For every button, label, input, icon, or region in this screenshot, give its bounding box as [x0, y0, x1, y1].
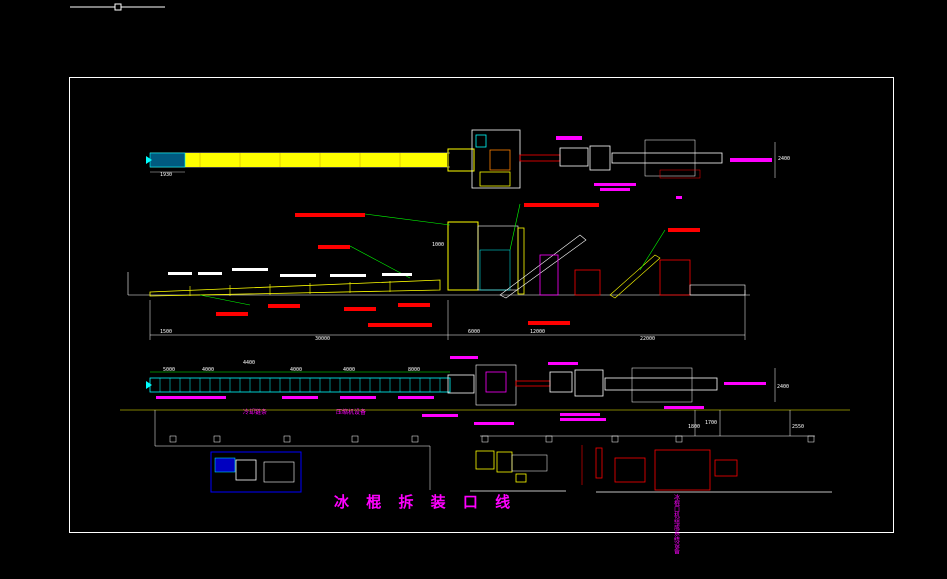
dim-height-a: 1000 [432, 242, 444, 248]
dim-top-left: 1930 [160, 172, 172, 178]
callout-3 [216, 312, 248, 316]
view-slider-icon[interactable] [70, 3, 165, 11]
top-plan-view: 2400 1930 [146, 129, 790, 199]
drawing-title: 冰 棍 拆 装 口 线 [334, 493, 516, 511]
vertical-note: 冰棍口机组成系统设备 [673, 493, 680, 555]
dim-bottom-4: 4000 [343, 367, 355, 373]
dim-height-d: 2550 [792, 424, 804, 430]
callout-2 [318, 245, 350, 249]
callout-4 [268, 304, 300, 308]
dim-bottom-3: 4000 [290, 367, 302, 373]
elevation-view: 1500 30000 6000 12000 22000 1000 [127, 203, 750, 342]
dim-top-right: 2400 [778, 156, 790, 162]
callout-7 [368, 323, 432, 327]
dim-bottom-0: 5000 [163, 367, 175, 373]
callout-8 [524, 203, 599, 207]
callout-10 [668, 228, 700, 232]
dim-middle-left: 1500 [160, 329, 172, 335]
bottom-plan-view: 5000 4000 4400 4000 4000 8000 2400 冷却链条 … [120, 356, 850, 490]
detail-yellow [470, 450, 566, 492]
callout-5 [344, 307, 376, 311]
dim-bottom-5: 8000 [408, 367, 420, 373]
dim-middle-overall: 30000 [315, 336, 330, 342]
dim-middle-a: 6000 [468, 329, 480, 335]
drawing-frame [69, 77, 894, 533]
callout-9 [528, 321, 570, 325]
dim-bottom-2: 4400 [243, 360, 255, 366]
dim-middle-b: 12000 [530, 329, 545, 335]
dim-height-e: 1700 [705, 420, 717, 426]
callout-1 [295, 213, 365, 217]
note-b: 压缩机设备 [336, 408, 366, 416]
dim-bottom-right: 2400 [777, 384, 789, 390]
note-a: 冷却链条 [243, 408, 267, 416]
dim-height-c: 1800 [688, 424, 700, 430]
callout-6 [398, 303, 430, 307]
dim-bottom-1: 4000 [202, 367, 214, 373]
dim-middle-right: 22000 [640, 336, 655, 342]
detail-red: 冰棍口机组成系统设备 [581, 445, 832, 555]
detail-blue [210, 451, 302, 493]
